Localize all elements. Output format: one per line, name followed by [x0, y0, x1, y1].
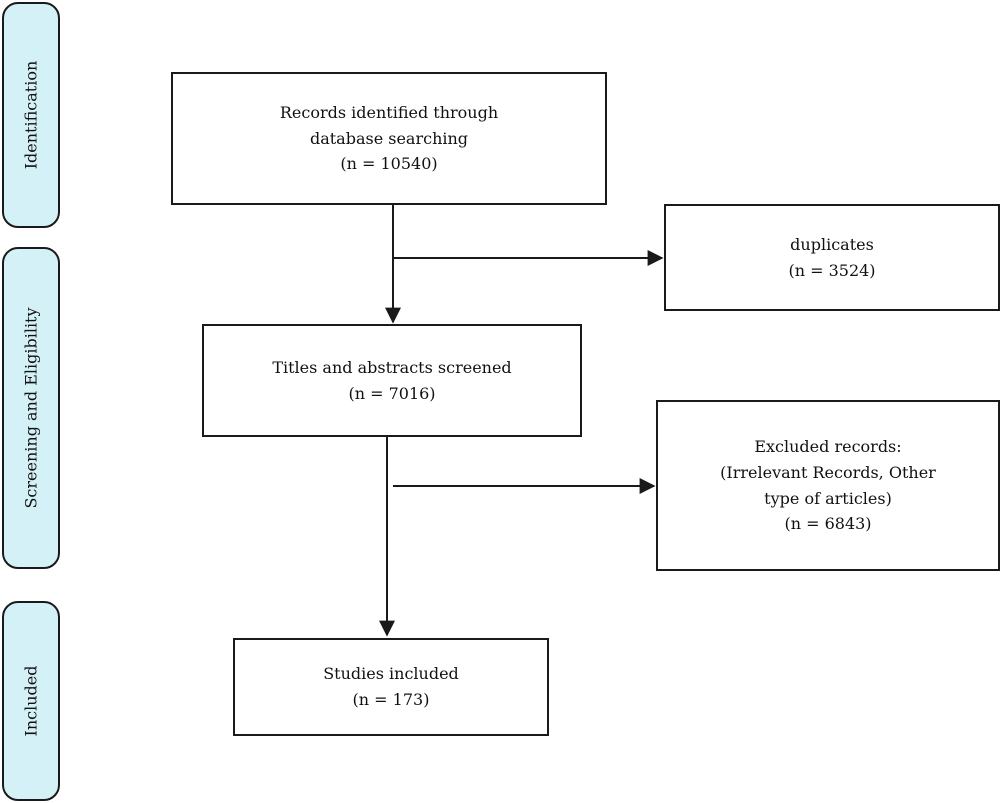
duplicates-count: (n = 3524) [788, 260, 876, 280]
box-screened: Titles and abstracts screened (n = 7016) [202, 324, 582, 437]
box-excluded: Excluded records: (Irrelevant Records, O… [656, 400, 1000, 571]
excluded-count: (n = 6843) [784, 514, 872, 534]
duplicates-label: duplicates [790, 234, 874, 254]
box-records-identified: Records identified through database sear… [171, 72, 607, 205]
included-count: (n = 173) [352, 690, 430, 709]
records-identified-line1: Records identified through [279, 103, 499, 123]
excluded-line2: (Irrelevant Records, Other [720, 462, 936, 482]
phase-identification: Identification [2, 2, 60, 228]
records-identified-line2: database searching [309, 128, 469, 148]
box-studies-included: Studies included (n = 173) [233, 638, 549, 736]
included-label: Studies included [323, 664, 459, 684]
screened-label: Titles and abstracts screened [272, 357, 512, 377]
phase-screening: Screening and Eligibility [2, 247, 60, 569]
excluded-line1: Excluded records: [754, 437, 902, 457]
phase-included: Included [2, 601, 60, 801]
screened-count: (n = 7016) [348, 383, 436, 403]
box-duplicates: duplicates (n = 3524) [664, 204, 1000, 311]
records-identified-count: (n = 10540) [340, 154, 438, 174]
excluded-line3: type of articles) [764, 488, 892, 508]
